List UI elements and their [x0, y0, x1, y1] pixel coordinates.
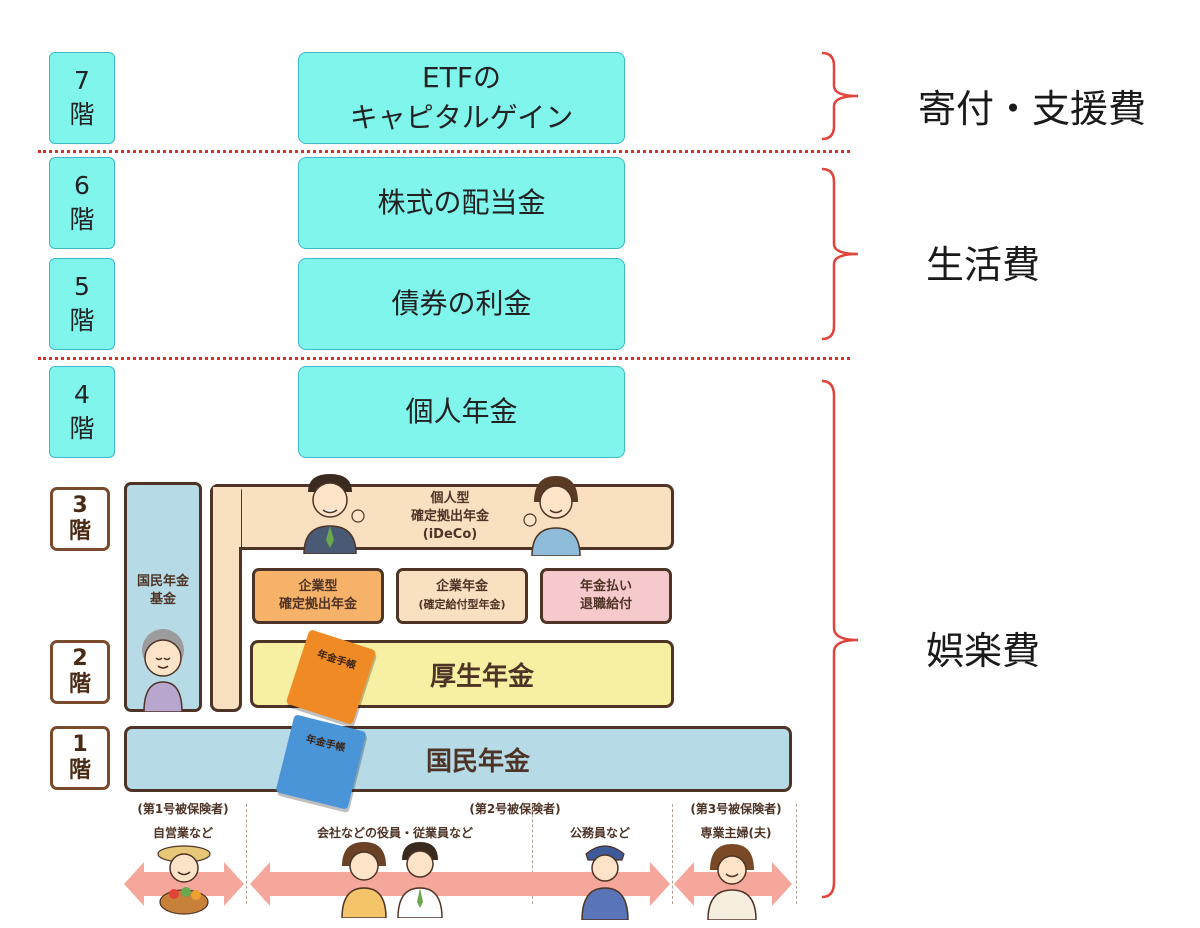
- range-arrow-head-left: [674, 862, 694, 906]
- corporate-db-line1: 企業年金: [435, 579, 488, 594]
- floor-kai: 階: [69, 205, 95, 234]
- separator: [532, 804, 533, 904]
- floor-6-tag: 6 階: [49, 157, 115, 249]
- income-label: 株式の配当金: [377, 186, 546, 219]
- ideco-line3: (iDeCo): [422, 527, 478, 542]
- book-label: 年金手帳: [304, 733, 347, 755]
- self-employed-caption: 自営業など: [152, 826, 213, 840]
- floor-kai: 階: [69, 100, 95, 129]
- woman-icon: [523, 476, 581, 556]
- corporate-dc-line2: 確定拠出年金: [278, 597, 357, 612]
- floor-kai: 階: [69, 414, 95, 443]
- national-pension-bar: 国民年金: [124, 726, 792, 792]
- range-arrow-head-left: [250, 862, 270, 906]
- floor-number: 7: [74, 66, 90, 95]
- ideco-line1: 個人型: [430, 491, 470, 506]
- range-arrow-head-right: [650, 862, 670, 906]
- purpose-leisure: 娯楽費: [926, 629, 1041, 673]
- corporate-db-line2: (確定給付型年金): [418, 598, 506, 611]
- separator: [672, 804, 673, 904]
- ideco-label: 個人型 確定拠出年金 (iDeCo): [370, 488, 530, 546]
- corporate-dc-line1: 企業型: [298, 579, 338, 594]
- divider-line-top: [38, 150, 850, 153]
- purpose-living: 生活費: [926, 243, 1041, 287]
- housewife-icon: [707, 844, 757, 920]
- floor-4-tag: 4 階: [49, 366, 115, 458]
- floor-5-tag: 5 階: [49, 258, 115, 350]
- retirement-benefit-box: 年金払い 退職給付: [540, 568, 672, 624]
- income-label: 債券の利金: [391, 287, 532, 320]
- floor-number: 2: [72, 646, 88, 671]
- office-workers-icon: [341, 842, 443, 918]
- separator: [796, 804, 797, 904]
- fund-label-line2: 基金: [149, 592, 176, 607]
- range-arrow-head-right: [772, 862, 792, 906]
- private-pension-box: 個人年金: [298, 366, 625, 458]
- fund-label-line1: 国民年金: [136, 574, 189, 589]
- floor-number: 3: [72, 493, 88, 518]
- range-arrow-head-right: [224, 862, 244, 906]
- brace-living: [821, 167, 859, 341]
- floor-kai: 階: [68, 672, 91, 697]
- brace-donation: [821, 51, 859, 141]
- stock-dividend-box: 株式の配当金: [298, 157, 625, 249]
- retirement-line1: 年金払い: [579, 579, 632, 594]
- book-label: 年金手帳: [315, 648, 358, 672]
- civil-servant-icon: [581, 845, 629, 920]
- brace-leisure: [821, 379, 859, 899]
- floor-number: 6: [74, 171, 90, 200]
- bond-interest-box: 債券の利金: [298, 258, 625, 350]
- housewife-caption: 専業主婦(夫): [700, 826, 772, 840]
- floor-7-tag: 7 階: [49, 52, 115, 144]
- farmer-icon: [157, 845, 211, 915]
- insured-type1-caption: (第1号被保険者): [137, 802, 229, 816]
- company-employee-caption: 会社などの役員・従業員など: [316, 826, 473, 840]
- divider-line-bottom: [38, 357, 850, 360]
- floor-number: 5: [74, 272, 90, 301]
- retirement-line2: 退職給付: [579, 597, 632, 612]
- pension-floor-1-tag: 1 階: [50, 726, 110, 790]
- pension-floor-3-tag: 3 階: [50, 487, 110, 551]
- corporate-db-box: 企業年金 (確定給付型年金): [396, 568, 528, 624]
- separator: [246, 804, 247, 904]
- floor-kai: 階: [68, 758, 91, 783]
- range-arrow-type2: [268, 872, 652, 896]
- floor-number: 1: [72, 732, 88, 757]
- insured-type3-caption: (第3号被保険者): [690, 802, 782, 816]
- etf-capital-gain-box: ETFの キャピタルゲイン: [298, 52, 625, 144]
- elderly-woman-icon: [142, 629, 184, 712]
- income-label-line2: キャピタルゲイン: [349, 101, 574, 134]
- insured-type2-caption: (第2号被保険者): [469, 802, 561, 816]
- purpose-donation: 寄付・支援費: [918, 87, 1147, 131]
- floor-kai: 階: [69, 306, 95, 335]
- income-label-line1: ETFの: [422, 61, 501, 94]
- income-label: 個人年金: [405, 395, 518, 428]
- floor-kai: 階: [68, 519, 91, 544]
- ideco-line2: 確定拠出年金: [410, 509, 489, 524]
- businessman-icon: [303, 474, 365, 554]
- corporate-dc-box: 企業型 確定拠出年金: [252, 568, 384, 624]
- range-arrow-head-left: [124, 862, 144, 906]
- pension-floor-2-tag: 2 階: [50, 640, 110, 704]
- civil-servant-caption: 公務員など: [569, 826, 630, 840]
- floor-number: 4: [74, 380, 90, 409]
- ideco-joint: [213, 487, 241, 547]
